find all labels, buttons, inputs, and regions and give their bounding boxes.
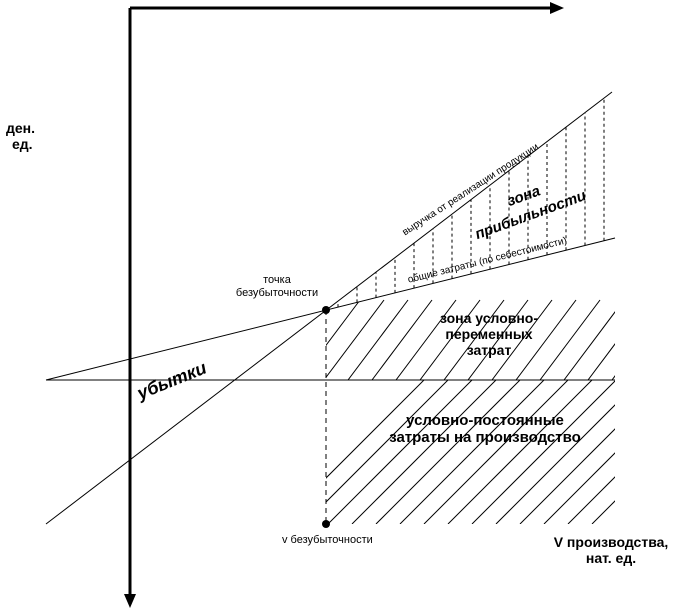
y-axis-label-line2: ед. — [12, 136, 33, 153]
hatch-line — [326, 299, 361, 380]
hatch-line — [539, 299, 601, 380]
hatch-line — [660, 380, 685, 460]
hatch-line — [664, 380, 685, 524]
breakeven-volume-point — [322, 520, 330, 528]
hatch-line — [423, 380, 569, 524]
variable-costs-hatching — [326, 299, 685, 460]
x-axis-arrow-icon — [550, 2, 564, 14]
hatch-line — [375, 380, 521, 524]
hatch-line — [326, 380, 449, 524]
hatch-line — [419, 299, 481, 380]
x-axis-label-line2: нат. ед. — [585, 550, 637, 567]
hatch-line — [640, 380, 685, 524]
total-costs-line-label: общие затраты (по себестоимости) — [406, 234, 568, 285]
breakeven-point — [322, 306, 330, 314]
fixed-costs-hatching — [326, 380, 685, 524]
hatch-line — [495, 380, 615, 524]
hatch-line — [326, 380, 425, 524]
breakeven-point-label-line1: точка — [263, 274, 291, 286]
hatch-line — [326, 299, 385, 380]
variable-costs-label-line2: переменных — [445, 326, 533, 343]
x-axis-label: V производства, нат. ед. — [540, 534, 682, 566]
losses-label: убытки — [133, 358, 209, 404]
y-axis-label: ден. ед. — [6, 120, 35, 152]
hatch-line — [371, 299, 433, 380]
hatch-line — [591, 380, 615, 524]
y-axis-label-line1: ден. — [6, 120, 36, 136]
hatch-line — [587, 299, 615, 380]
breakeven-point-label: точка безубыточности — [222, 274, 332, 299]
hatch-line — [616, 380, 685, 524]
variable-costs-label-line1: зона условно- — [439, 310, 539, 326]
fixed-costs-label: условно-постоянные затраты на производст… — [370, 412, 600, 447]
hatch-line — [660, 300, 685, 380]
y-axis-arrow-icon — [124, 594, 136, 608]
fixed-costs-label-line2: затраты на производство — [389, 429, 581, 447]
hatch-line — [515, 299, 577, 380]
hatch-line — [491, 299, 553, 380]
fixed-costs-label-line1: условно-постоянные — [406, 412, 564, 429]
hatch-line — [519, 380, 615, 524]
hatch-line — [327, 380, 473, 524]
breakeven-point-label-line2: безубыточности — [235, 286, 319, 299]
hatch-line — [611, 379, 615, 380]
hatch-line — [467, 299, 529, 380]
total-costs-line — [45, 237, 616, 381]
hatch-line — [543, 380, 615, 524]
hatch-line — [636, 380, 685, 460]
hatch-line — [395, 299, 457, 380]
hatch-line — [351, 380, 497, 524]
x-axis-label-line1: V производства, — [553, 534, 669, 550]
hatch-line — [471, 380, 615, 524]
hatch-line — [447, 380, 593, 524]
breakeven-volume-label: v безубыточности — [282, 534, 373, 546]
hatch-line — [611, 299, 615, 380]
variable-costs-label-line3: затрат — [466, 342, 512, 359]
hatch-line — [347, 299, 409, 380]
hatch-line — [443, 299, 505, 380]
hatch-line — [326, 379, 361, 380]
hatch-line — [567, 380, 615, 524]
hatch-line — [399, 380, 545, 524]
hatch-line — [636, 300, 685, 380]
hatch-line — [563, 299, 615, 380]
variable-costs-label: зона условно- переменных затрат — [414, 310, 564, 358]
profit-zone-hatching — [337, 98, 605, 308]
